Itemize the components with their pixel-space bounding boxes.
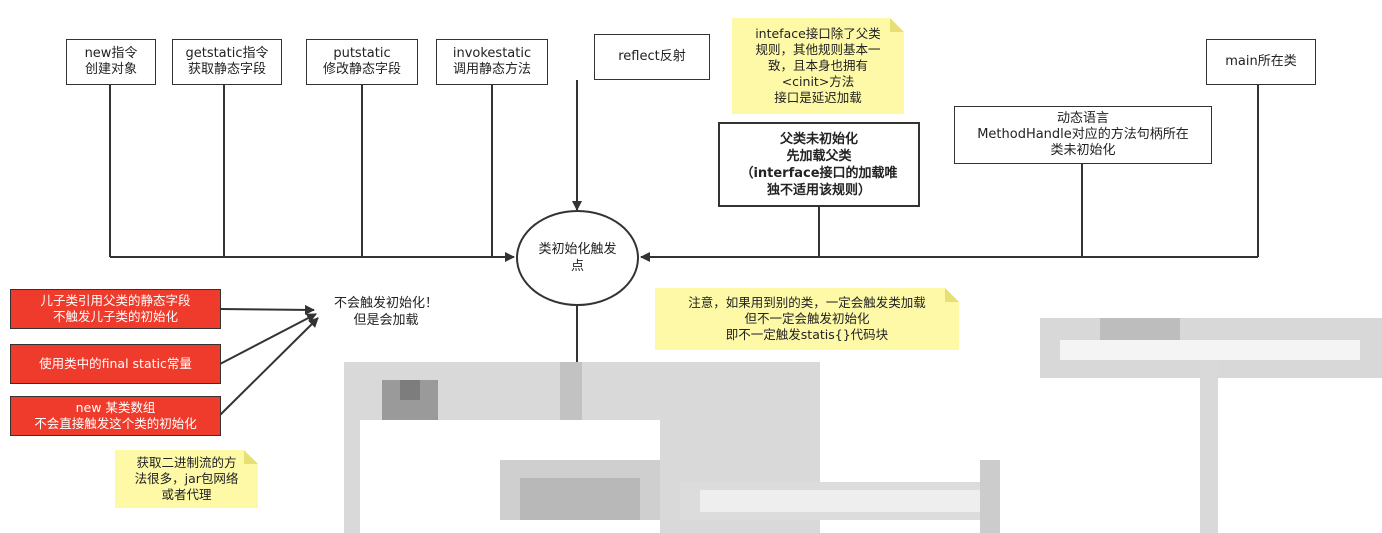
trigger-getstatic: getstatic指令 获取静态字段 [172, 39, 282, 85]
note-binary: 获取二进制流的方 法很多，jar包网络 或者代理 [115, 450, 258, 508]
arrow-red-2 [219, 313, 317, 365]
trigger-dynamic: 动态语言 MethodHandle对应的方法句柄所在 类未初始化 [954, 106, 1212, 164]
no-init-item: 儿子类引用父类的静态字段 不触发儿子类的初始化 [10, 289, 221, 329]
trigger-main: main所在类 [1206, 39, 1316, 85]
trigger-putstatic: putstatic 修改静态字段 [306, 39, 418, 85]
trigger-new: new指令 创建对象 [66, 39, 156, 85]
no-init-label: 不会触发初始化！ 但是会加载 [333, 296, 438, 328]
trigger-parent: 父类未初始化 先加载父类 （interface接口的加载唯 独不适用该规则） [718, 122, 920, 207]
note-interface: inteface接口除了父类 规则，其他规则基本一 致，且本身也拥有 <cini… [732, 18, 904, 114]
arrow-red-3 [219, 317, 319, 416]
no-init-item: new 某类数组 不会直接触发这个类的初始化 [10, 396, 221, 436]
arrow-red-1 [219, 304, 315, 315]
no-init-item: 使用类中的final static常量 [10, 344, 221, 384]
note-attention: 注意，如果用到别的类，一定会触发类加载 但不一定会触发初始化 即不一定触发sta… [655, 288, 959, 350]
trigger-reflect: reflect反射 [594, 34, 710, 80]
center-trigger-node: 类初始化触发 点 [516, 210, 639, 306]
trigger-invokestatic: invokestatic 调用静态方法 [436, 39, 548, 85]
